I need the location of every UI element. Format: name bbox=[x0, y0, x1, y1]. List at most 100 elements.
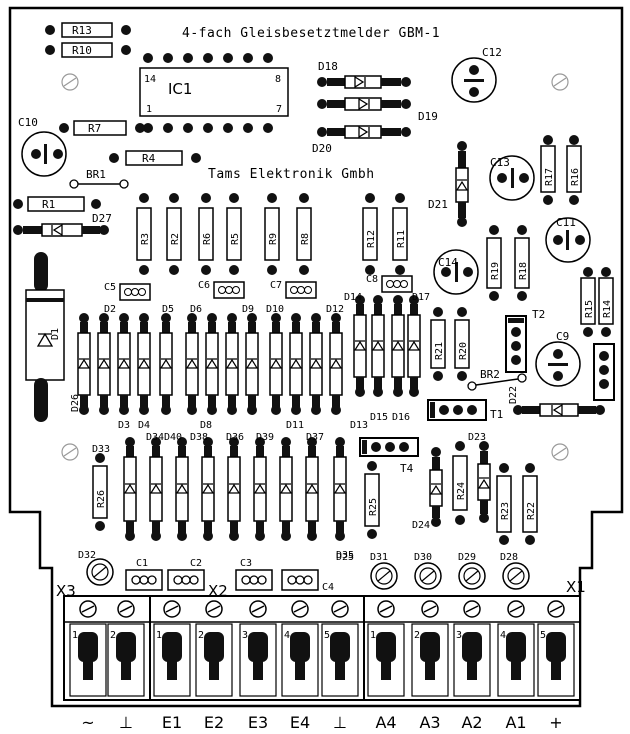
svg-text:C10: C10 bbox=[18, 116, 38, 129]
terminal-function-label-1: ⊥ bbox=[119, 713, 133, 732]
diode-row1b-3 bbox=[245, 313, 259, 415]
terminal-function-label-11: + bbox=[549, 713, 562, 732]
mounting-holes bbox=[61, 73, 569, 461]
resistor-r11: R11 bbox=[392, 193, 408, 275]
svg-text:3: 3 bbox=[456, 630, 462, 641]
terminal-0: 1 bbox=[69, 600, 107, 697]
bridge-br2: BR2 bbox=[467, 368, 527, 391]
diode-row1c-3 bbox=[329, 313, 343, 415]
terminal-function-label-6: ⊥ bbox=[333, 713, 347, 732]
svg-text:D9: D9 bbox=[242, 304, 254, 315]
svg-text:R24: R24 bbox=[456, 482, 467, 500]
diode-row2-8 bbox=[333, 437, 347, 541]
capacitor-c7: C7 bbox=[270, 280, 317, 299]
resistor-r23: R23 bbox=[496, 463, 512, 545]
resistor-r24: R24 bbox=[452, 441, 468, 525]
diode-row2-5 bbox=[253, 437, 267, 541]
resistor-r5: R5 bbox=[226, 193, 242, 275]
resistor-r7: R7 bbox=[59, 120, 145, 136]
resistor-r9: R9 bbox=[264, 193, 280, 275]
diode-d22: D22 bbox=[508, 386, 605, 417]
svg-text:4: 4 bbox=[500, 630, 506, 641]
diode-array-row1 bbox=[77, 295, 421, 415]
terminal-function-label-3: E2 bbox=[204, 713, 224, 732]
svg-text:C1: C1 bbox=[136, 558, 148, 569]
svg-text:R3: R3 bbox=[140, 233, 151, 245]
led-label-3: D29 bbox=[458, 552, 476, 563]
resistor-r25: R25 bbox=[364, 461, 380, 539]
svg-text:D2: D2 bbox=[104, 304, 116, 315]
diode-d27: D27 bbox=[13, 212, 112, 237]
svg-text:D39: D39 bbox=[256, 432, 274, 443]
diode-row1b-2 bbox=[225, 313, 239, 415]
resistor-r6: R6 bbox=[198, 193, 214, 275]
diode-row1-4 bbox=[159, 313, 173, 415]
svg-text:7: 7 bbox=[276, 104, 282, 115]
svg-text:14: 14 bbox=[144, 74, 156, 85]
svg-text:R20: R20 bbox=[458, 342, 469, 360]
board-outline bbox=[8, 6, 624, 708]
diode-row2-1 bbox=[149, 437, 163, 541]
svg-text:D22: D22 bbox=[508, 386, 519, 404]
svg-text:D18: D18 bbox=[318, 60, 338, 73]
capacitor-c14: C14 bbox=[433, 249, 479, 295]
svg-text:R5: R5 bbox=[230, 233, 241, 245]
diode-d18: D18 bbox=[317, 60, 411, 89]
resistor-r17: R17 bbox=[540, 135, 556, 205]
svg-text:D10: D10 bbox=[266, 304, 284, 315]
diode-row2-7 bbox=[305, 437, 319, 541]
diode-row1-3 bbox=[137, 313, 151, 415]
terminal-9: 3 bbox=[453, 600, 491, 697]
diode-d21: D21 bbox=[428, 141, 469, 227]
svg-text:D5: D5 bbox=[162, 304, 174, 315]
svg-text:R21: R21 bbox=[434, 342, 445, 360]
svg-text:D36: D36 bbox=[226, 432, 244, 443]
svg-text:R8: R8 bbox=[300, 233, 311, 245]
svg-text:R22: R22 bbox=[526, 502, 537, 520]
transistor-t4: T4 bbox=[359, 437, 419, 475]
led-label-1: D31 bbox=[370, 552, 388, 563]
svg-text:BR1: BR1 bbox=[86, 168, 106, 181]
terminal-10: 4 bbox=[497, 600, 535, 697]
terminal-3: 2 bbox=[195, 600, 233, 697]
diode-row2-2 bbox=[175, 437, 189, 541]
svg-text:D24: D24 bbox=[412, 520, 430, 531]
svg-text:D19: D19 bbox=[418, 110, 438, 123]
terminal-function-label-2: E1 bbox=[162, 713, 182, 732]
svg-text:D6: D6 bbox=[190, 304, 202, 315]
svg-text:R10: R10 bbox=[72, 44, 92, 57]
svg-text:D8: D8 bbox=[200, 420, 212, 431]
manufacturer-label: Tams Elektronik Gmbh bbox=[208, 167, 375, 182]
terminal-function-label-10: A1 bbox=[505, 713, 526, 732]
svg-text:D13: D13 bbox=[350, 420, 368, 431]
svg-text:5: 5 bbox=[540, 630, 546, 641]
capacitor-c5: C5 bbox=[104, 282, 151, 301]
resistor-r18: R18 bbox=[514, 225, 530, 301]
svg-text:D35: D35 bbox=[336, 550, 354, 561]
connector-x1-label: X1 bbox=[566, 578, 586, 596]
resistor-r14: R14 bbox=[598, 267, 614, 337]
diode-d19: D19 bbox=[317, 97, 438, 123]
diode-row1-0 bbox=[77, 313, 91, 415]
capacitor-c11: C11 bbox=[545, 216, 591, 263]
capacitor-c13: C13 bbox=[489, 155, 535, 201]
svg-text:R23: R23 bbox=[500, 502, 511, 520]
svg-text:C5: C5 bbox=[104, 282, 116, 293]
terminal-block-0 bbox=[63, 595, 151, 701]
svg-text:D34: D34 bbox=[146, 432, 164, 443]
svg-text:3: 3 bbox=[242, 630, 248, 641]
svg-text:4: 4 bbox=[284, 630, 290, 641]
resistor-r13: R13 bbox=[45, 22, 131, 38]
terminal-function-label-9: A2 bbox=[461, 713, 482, 732]
resistor-r8: R8 bbox=[296, 193, 312, 275]
diode-d23: D23 bbox=[468, 432, 491, 523]
led-label-4: D28 bbox=[500, 552, 518, 563]
svg-text:2: 2 bbox=[198, 630, 204, 641]
svg-text:R26: R26 bbox=[96, 490, 107, 508]
capacitor-c6: C6 bbox=[198, 280, 245, 299]
led-4: D28 bbox=[500, 552, 530, 590]
diode-row2-4 bbox=[227, 437, 241, 541]
